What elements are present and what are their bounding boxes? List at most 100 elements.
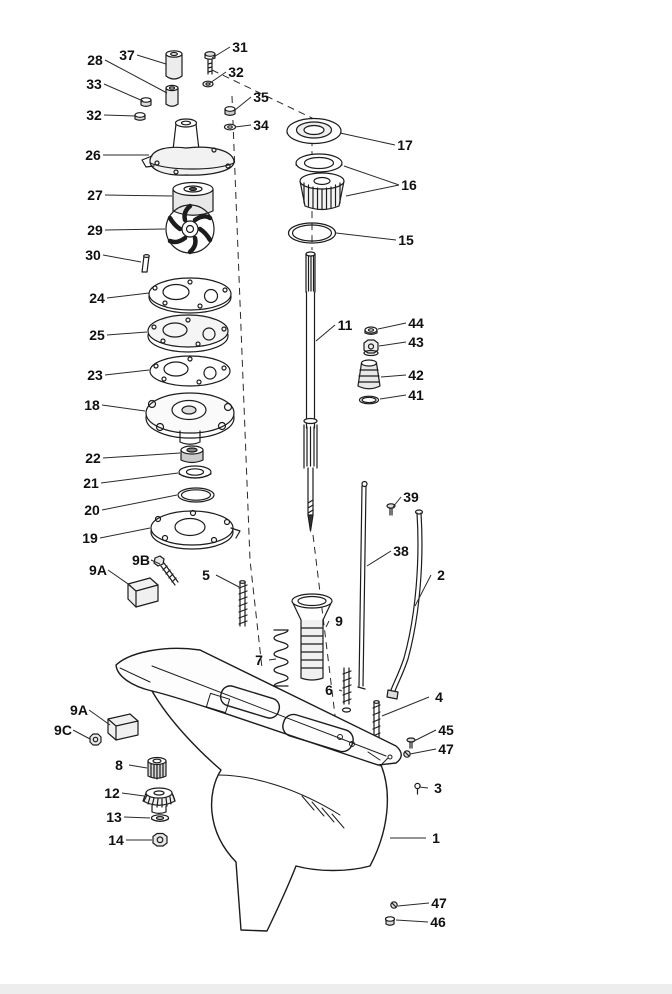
part-23	[149, 355, 231, 387]
part-label-8: 8	[115, 757, 123, 773]
leader-line-46	[395, 919, 429, 923]
part-label-11: 11	[338, 317, 353, 333]
part-label-30: 30	[85, 247, 101, 263]
part-label-9A: 9A	[89, 562, 107, 578]
leader-line-32	[209, 71, 227, 84]
leader-line-17	[339, 132, 396, 146]
part-24	[148, 277, 232, 314]
leader-line-47	[409, 748, 437, 755]
leader-line-31	[211, 46, 231, 59]
part-47-lower	[390, 901, 398, 909]
part-label-1: 1	[432, 830, 440, 846]
part-label-18: 18	[84, 397, 100, 413]
leader-line-43	[378, 341, 407, 347]
part-label-32: 32	[86, 107, 102, 123]
leader-line-16	[345, 184, 400, 197]
part-label-38: 38	[393, 543, 409, 559]
part-label-12: 12	[104, 785, 120, 801]
part-2-shift-shaft	[386, 509, 424, 700]
part-label-37: 37	[119, 47, 135, 63]
part-label-29: 29	[87, 222, 103, 238]
part-9A-anode-lower	[107, 713, 139, 741]
part-label-47: 47	[438, 741, 454, 757]
leader-line-5	[215, 574, 240, 588]
part-label-15: 15	[398, 232, 414, 248]
leader-line-8	[128, 764, 148, 769]
part-16-bearing	[295, 153, 345, 211]
part-9B-bolt	[153, 555, 179, 586]
part-38-rod	[357, 480, 368, 690]
part-label-14: 14	[108, 832, 124, 848]
leader-line-9	[325, 620, 330, 628]
leader-line-25	[106, 331, 148, 336]
leader-line-2	[414, 574, 432, 607]
leader-line-20	[101, 494, 178, 511]
leader-line-21	[100, 472, 179, 484]
leader-line-27	[104, 194, 173, 197]
part-42	[357, 359, 381, 390]
part-label-16: 16	[401, 177, 417, 193]
part-7-spring	[273, 629, 289, 687]
part-9A-anode-upper	[127, 577, 159, 608]
part-label-43: 43	[408, 334, 424, 350]
part-label-28: 28	[87, 52, 103, 68]
leader-line-41	[379, 394, 407, 400]
leader-line-9B	[150, 559, 161, 565]
leader-line-9A	[107, 569, 132, 587]
part-label-19: 19	[82, 530, 98, 546]
part-1-gearcase-housing	[115, 647, 402, 932]
part-label-9B: 9B	[132, 552, 150, 568]
part-label-26: 26	[85, 147, 101, 163]
part-20-o-ring	[177, 487, 215, 503]
part-label-4: 4	[435, 689, 443, 705]
part-9C-nut	[89, 733, 102, 746]
part-label-24: 24	[89, 290, 105, 306]
part-11-driveshaft	[303, 251, 318, 532]
part-28	[165, 84, 179, 107]
leader-line-4	[381, 696, 430, 717]
part-label-42: 42	[408, 367, 424, 383]
part-label-23: 23	[87, 367, 103, 383]
part-22	[180, 445, 204, 464]
part-label-47: 47	[431, 895, 447, 911]
part-label-3: 3	[434, 780, 442, 796]
part-46	[384, 916, 396, 926]
leader-line-39	[392, 496, 402, 508]
part-label-17: 17	[397, 137, 413, 153]
part-label-33: 33	[86, 76, 102, 92]
part-43	[363, 339, 379, 357]
leader-line-3	[418, 786, 429, 789]
leader-line-38	[366, 550, 392, 567]
part-12-gear	[142, 787, 176, 814]
page-bottom-shading	[0, 984, 672, 994]
leader-line-23	[104, 369, 150, 376]
part-32-left	[134, 112, 146, 121]
part-18-pump-base	[145, 392, 235, 445]
leader-line-34	[234, 124, 252, 128]
leader-line-32	[103, 114, 137, 117]
leader-line-45	[413, 729, 437, 742]
part-label-13: 13	[106, 809, 122, 825]
part-label-7: 7	[255, 652, 263, 668]
leader-line-28	[104, 59, 168, 94]
part-label-5: 5	[202, 567, 210, 583]
part-label-45: 45	[438, 722, 454, 738]
leader-line-9A	[88, 709, 111, 726]
leader-line-47	[397, 902, 430, 907]
part-8-bushing	[147, 756, 167, 780]
part-label-44: 44	[408, 315, 424, 331]
part-label-9C: 9C	[54, 722, 72, 738]
part-21	[178, 465, 212, 479]
part-label-20: 20	[84, 502, 100, 518]
part-6-pin	[341, 667, 352, 713]
part-29-impeller	[165, 203, 215, 255]
leader-line-37	[136, 54, 167, 65]
part-37	[165, 50, 183, 80]
leader-line-33	[103, 83, 144, 102]
part-25	[147, 314, 229, 353]
part-14-nut	[152, 832, 168, 847]
part-17-bearing-race	[286, 117, 342, 145]
